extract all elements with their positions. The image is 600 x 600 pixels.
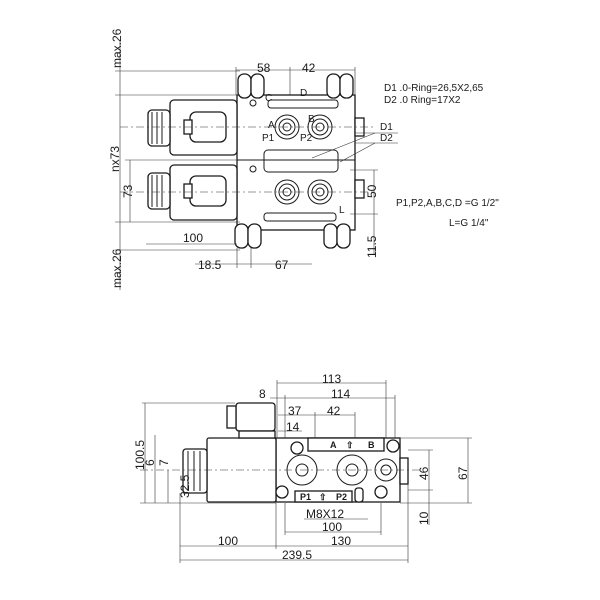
dim-6: 6 (143, 459, 157, 466)
dim-100-inner: 100 (322, 520, 342, 534)
dim-113: 113 (322, 372, 341, 386)
plate-label-p2: P2 (336, 492, 347, 502)
port-label-c: C (265, 93, 272, 104)
port-label-p2: P2 (300, 133, 313, 144)
dim-114: 114 (331, 387, 350, 401)
note-d1-oring: D1 .0-Ring=26,5X2,65 (384, 83, 484, 94)
dim-67-side: 67 (456, 466, 470, 480)
dim-10: 10 (417, 511, 431, 525)
dim-14: 14 (286, 420, 300, 434)
dim-58: 58 (257, 61, 271, 75)
dim-73: 73 (121, 184, 135, 198)
valve-block (236, 94, 356, 231)
dim-130: 130 (331, 534, 351, 548)
dim-42-side: 42 (327, 404, 341, 418)
dim-46: 46 (417, 466, 431, 480)
port-label-p1: P1 (262, 133, 275, 144)
plate-arrow-bottom: ⇧ (319, 492, 327, 502)
dim-37: 37 (288, 404, 302, 418)
dim-18-5: 18.5 (198, 258, 222, 272)
dim-nx73: nx73 (108, 146, 122, 172)
dim-32-5: 32.5 (178, 474, 192, 498)
dim-100-5: 100.5 (133, 440, 147, 470)
plate-ab (307, 437, 385, 452)
dim-42: 42 (302, 61, 316, 75)
dim-7: 7 (157, 459, 171, 466)
dim-67: 67 (275, 258, 289, 272)
dim-100: 100 (183, 231, 203, 245)
top-view: max.26 max.26 nx73 73 58 42 100 18.5 67 … (108, 28, 499, 290)
dim-max26-bottom: max.26 (110, 248, 124, 288)
plate-label-b: B (368, 440, 375, 450)
label-d1: D1 (380, 122, 393, 133)
plate-label-p1: P1 (300, 492, 311, 502)
plate-label-a: A (330, 440, 337, 450)
dim-100-solenoid: 100 (218, 534, 238, 548)
port-label-l: L (339, 205, 345, 216)
note-d2-oring: D2 .0 Ring=17X2 (384, 95, 461, 106)
plate-arrow-top: ⇧ (346, 440, 354, 450)
label-d2: D2 (380, 133, 393, 144)
dim-239-5: 239.5 (282, 548, 312, 562)
dim-max26-top: max.26 (110, 28, 124, 68)
dim-50: 50 (365, 184, 379, 198)
solenoid-lower (147, 164, 238, 221)
dim-8: 8 (259, 387, 266, 401)
port-label-b: B (308, 114, 315, 125)
port-label-d: D (300, 88, 307, 99)
dim-m8x12: M8X12 (306, 507, 344, 521)
note-port-threads: P1,P2,A,B,C,D =G 1/2" (396, 198, 499, 209)
plate-p1p2 (294, 490, 353, 503)
connector (235, 402, 276, 432)
note-l-thread: L=G 1/4" (449, 218, 489, 229)
port-label-a: A (268, 120, 275, 131)
solenoid-upper (147, 99, 238, 156)
fittings (234, 73, 365, 249)
side-view: A ⇧ B P1 ⇧ P2 113 (133, 372, 472, 563)
dim-11-5: 11.5 (365, 235, 379, 258)
